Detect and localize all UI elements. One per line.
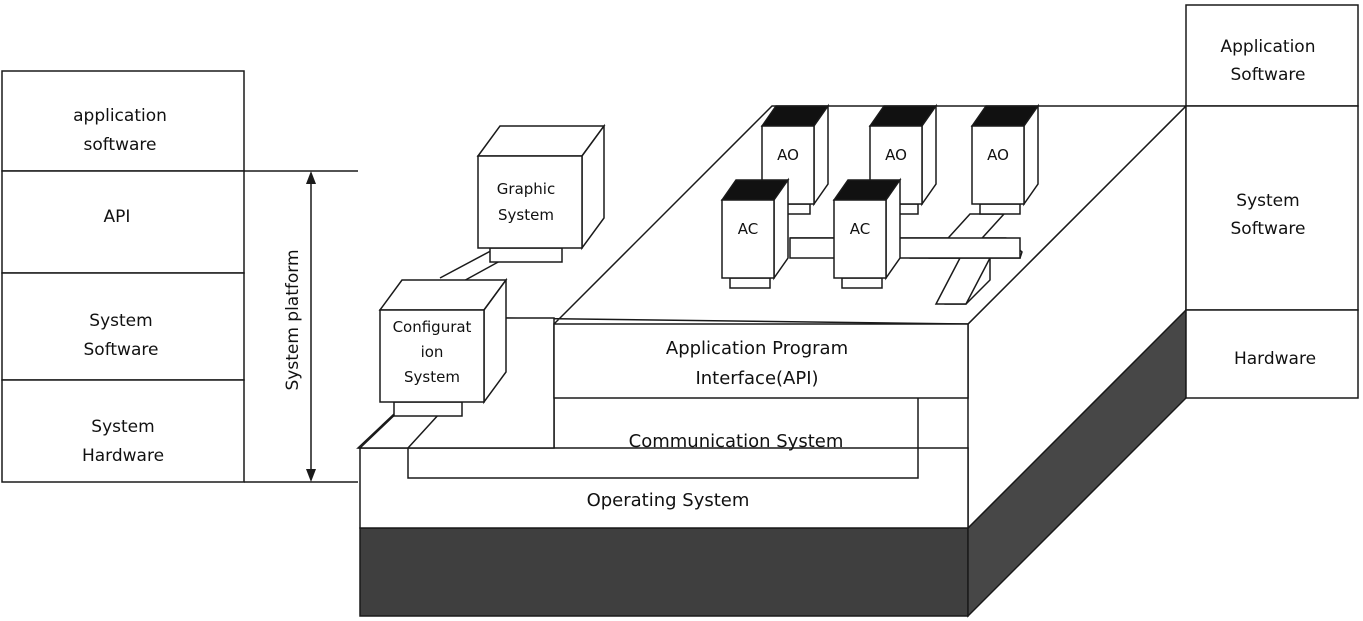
ac-block-2: AC [832,177,902,289]
ac-block-2-front [833,199,887,279]
ao-block-3-front [971,125,1025,205]
ac-block-1-front [721,199,775,279]
left-layer-api: API [104,207,131,227]
ac-block-1: AC [720,177,790,289]
io-blocks: AO AO AO AC AC [720,103,1040,289]
operating-system-label: Operating System [587,490,750,511]
ao-block-3: AO [970,103,1040,215]
ao-block-1-label: AO [777,146,799,164]
system-platform-label: System platform [283,249,303,390]
right-layer-hardware: Hardware [1234,349,1316,369]
ao-block-3-base [979,203,1021,215]
ac-block-2-base [841,277,883,289]
ao-block-2-label: AO [885,146,907,164]
system-platform-bracket: System platform [244,170,358,483]
communication-system-label: Communication System [629,431,844,452]
ac-block-1-base [729,277,771,289]
ac-block-2-label: AC [850,220,870,238]
ao-block-3-label: AO [987,146,1009,164]
ac-block-1-label: AC [738,220,758,238]
